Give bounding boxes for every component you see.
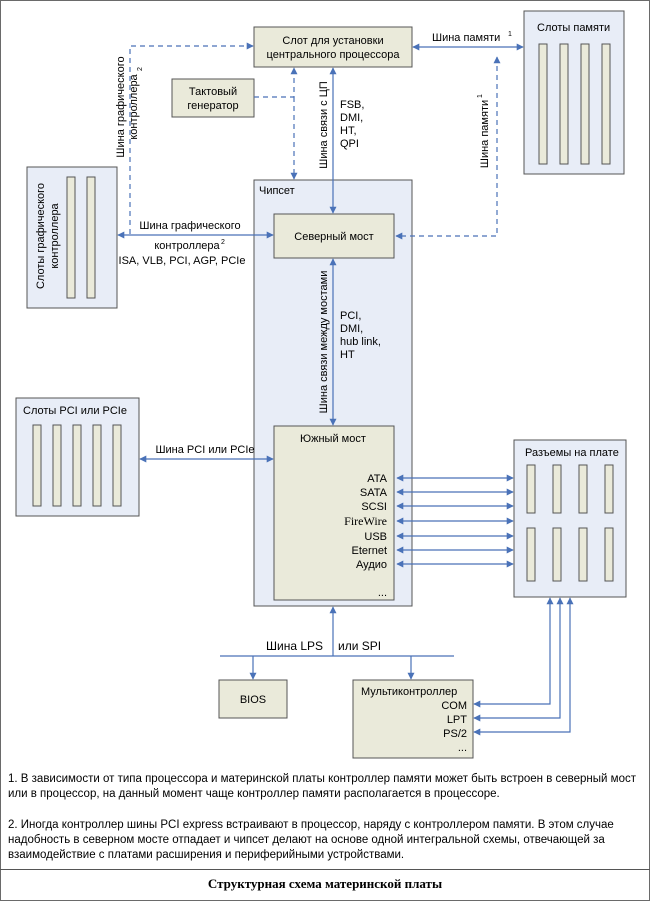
south-bridge-box: [273, 425, 395, 601]
gfx-slots-label: Слоты графического: [35, 183, 47, 289]
port-more: ...: [378, 587, 387, 599]
cpu-bus-protocol-3: HT,: [340, 125, 357, 137]
figure-caption: Структурная схема материнской платы: [207, 876, 443, 891]
bridge-bus-protocol-2: DMI,: [340, 323, 363, 335]
cpu-bus-protocol-1: FSB,: [340, 99, 364, 111]
gfx-bus-label-footnote: 2: [221, 239, 225, 246]
memory-bus-side-footnote: 1: [477, 94, 484, 98]
port-usb: USB: [364, 531, 387, 543]
multicontroller-box: [352, 679, 474, 759]
motherboard-diagram: Чипсет Слот для установки центрального п…: [15, 10, 627, 759]
gfx-bus-vertical-footnote: 2: [137, 67, 144, 71]
caption-divider: [0, 869, 650, 870]
memory-slots-label: Слоты памяти: [537, 22, 610, 34]
ps2-line: [473, 597, 574, 736]
clock-generator-label-2: генератор: [187, 100, 238, 112]
board-connectors-label: Разъемы на плате: [525, 447, 619, 459]
cpu-bus-protocol-4: QPI: [340, 138, 359, 150]
clock-generator-box: [171, 78, 255, 118]
gfx-slot-group: [66, 176, 96, 299]
board-connector-group: [526, 464, 614, 582]
memory-bus-north-line: [395, 56, 501, 240]
footnote-2: 2. Иногда контроллер шины PCI express вс…: [8, 819, 614, 861]
port-ethernet: Eternet: [352, 545, 387, 557]
com-line: [473, 597, 554, 708]
port-ps2: PS/2: [443, 728, 467, 740]
south-bridge-label: Южный мост: [300, 433, 366, 445]
memory-bus-top-label: Шина памяти: [432, 32, 500, 44]
memory-slot-group: [538, 43, 611, 165]
memory-bus-top-footnote: 1: [508, 31, 512, 38]
south-bridge-ports: ATA SATA SCSI FireWire USB Eternet Аудио…: [344, 473, 388, 599]
pci-slots-label: Слоты PCI или PCIe: [23, 405, 127, 417]
gfx-bus-types: ISA, VLB, PCI, AGP, PCIe: [119, 255, 246, 267]
gfx-slots-label-2: контроллера: [49, 202, 61, 268]
bridge-bus-vertical-label: Шина связи между мостами: [318, 271, 330, 414]
cpu-bus-protocol-2: DMI,: [340, 112, 363, 124]
bios-box: [218, 679, 288, 719]
pci-slot-group: [32, 424, 122, 507]
cpu-slot-box: [253, 26, 413, 68]
port-lpt: LPT: [447, 714, 467, 726]
bridge-bus-protocol-4: HT: [340, 349, 355, 361]
port-multi-more: ...: [458, 742, 467, 754]
gfx-bus-vertical-label: Шина графического: [115, 56, 127, 157]
chipset-label: Чипсет: [259, 185, 295, 197]
north-bridge-label: Северный мост: [294, 231, 373, 243]
spi-bus-label: или SPI: [338, 639, 381, 653]
cpu-slot-label: Слот для установки: [282, 35, 383, 47]
lps-bus-label: Шина LPS: [266, 639, 323, 653]
gfx-bus-dashed-line: [129, 42, 254, 235]
port-firewire: FireWire: [344, 514, 387, 528]
port-audio: Аудио: [356, 559, 387, 571]
port-sata: SATA: [360, 487, 388, 499]
cpu-slot-label-2: центрального процессора: [267, 49, 401, 61]
pci-bus-label: Шина PCI или PCIe: [155, 444, 254, 456]
gfx-bus-label-1: Шина графического: [139, 220, 240, 232]
lpt-line: [473, 597, 564, 722]
port-ata: ATA: [367, 473, 387, 485]
port-scsi: SCSI: [361, 501, 387, 513]
north-bridge-box: [273, 213, 395, 259]
clock-to-cpu-line: [254, 67, 298, 98]
bios-label: BIOS: [240, 694, 266, 706]
bridge-bus-protocol-3: hub link,: [340, 336, 381, 348]
gfx-bus-vertical-label-2: контроллера: [128, 73, 140, 139]
footnote-1: 1. В зависимости от типа процессора и ма…: [8, 773, 636, 800]
cpu-bus-vertical-label: Шина связи с ЦП: [318, 81, 330, 169]
bridge-bus-protocol-1: PCI,: [340, 310, 361, 322]
gfx-bus-label-2: контроллера: [154, 240, 220, 252]
port-com: COM: [441, 700, 467, 712]
clock-generator-label: Тактовый: [189, 86, 237, 98]
multicontroller-label: Мультиконтроллер: [361, 686, 457, 698]
memory-bus-side-label: Шина памяти: [479, 100, 491, 168]
